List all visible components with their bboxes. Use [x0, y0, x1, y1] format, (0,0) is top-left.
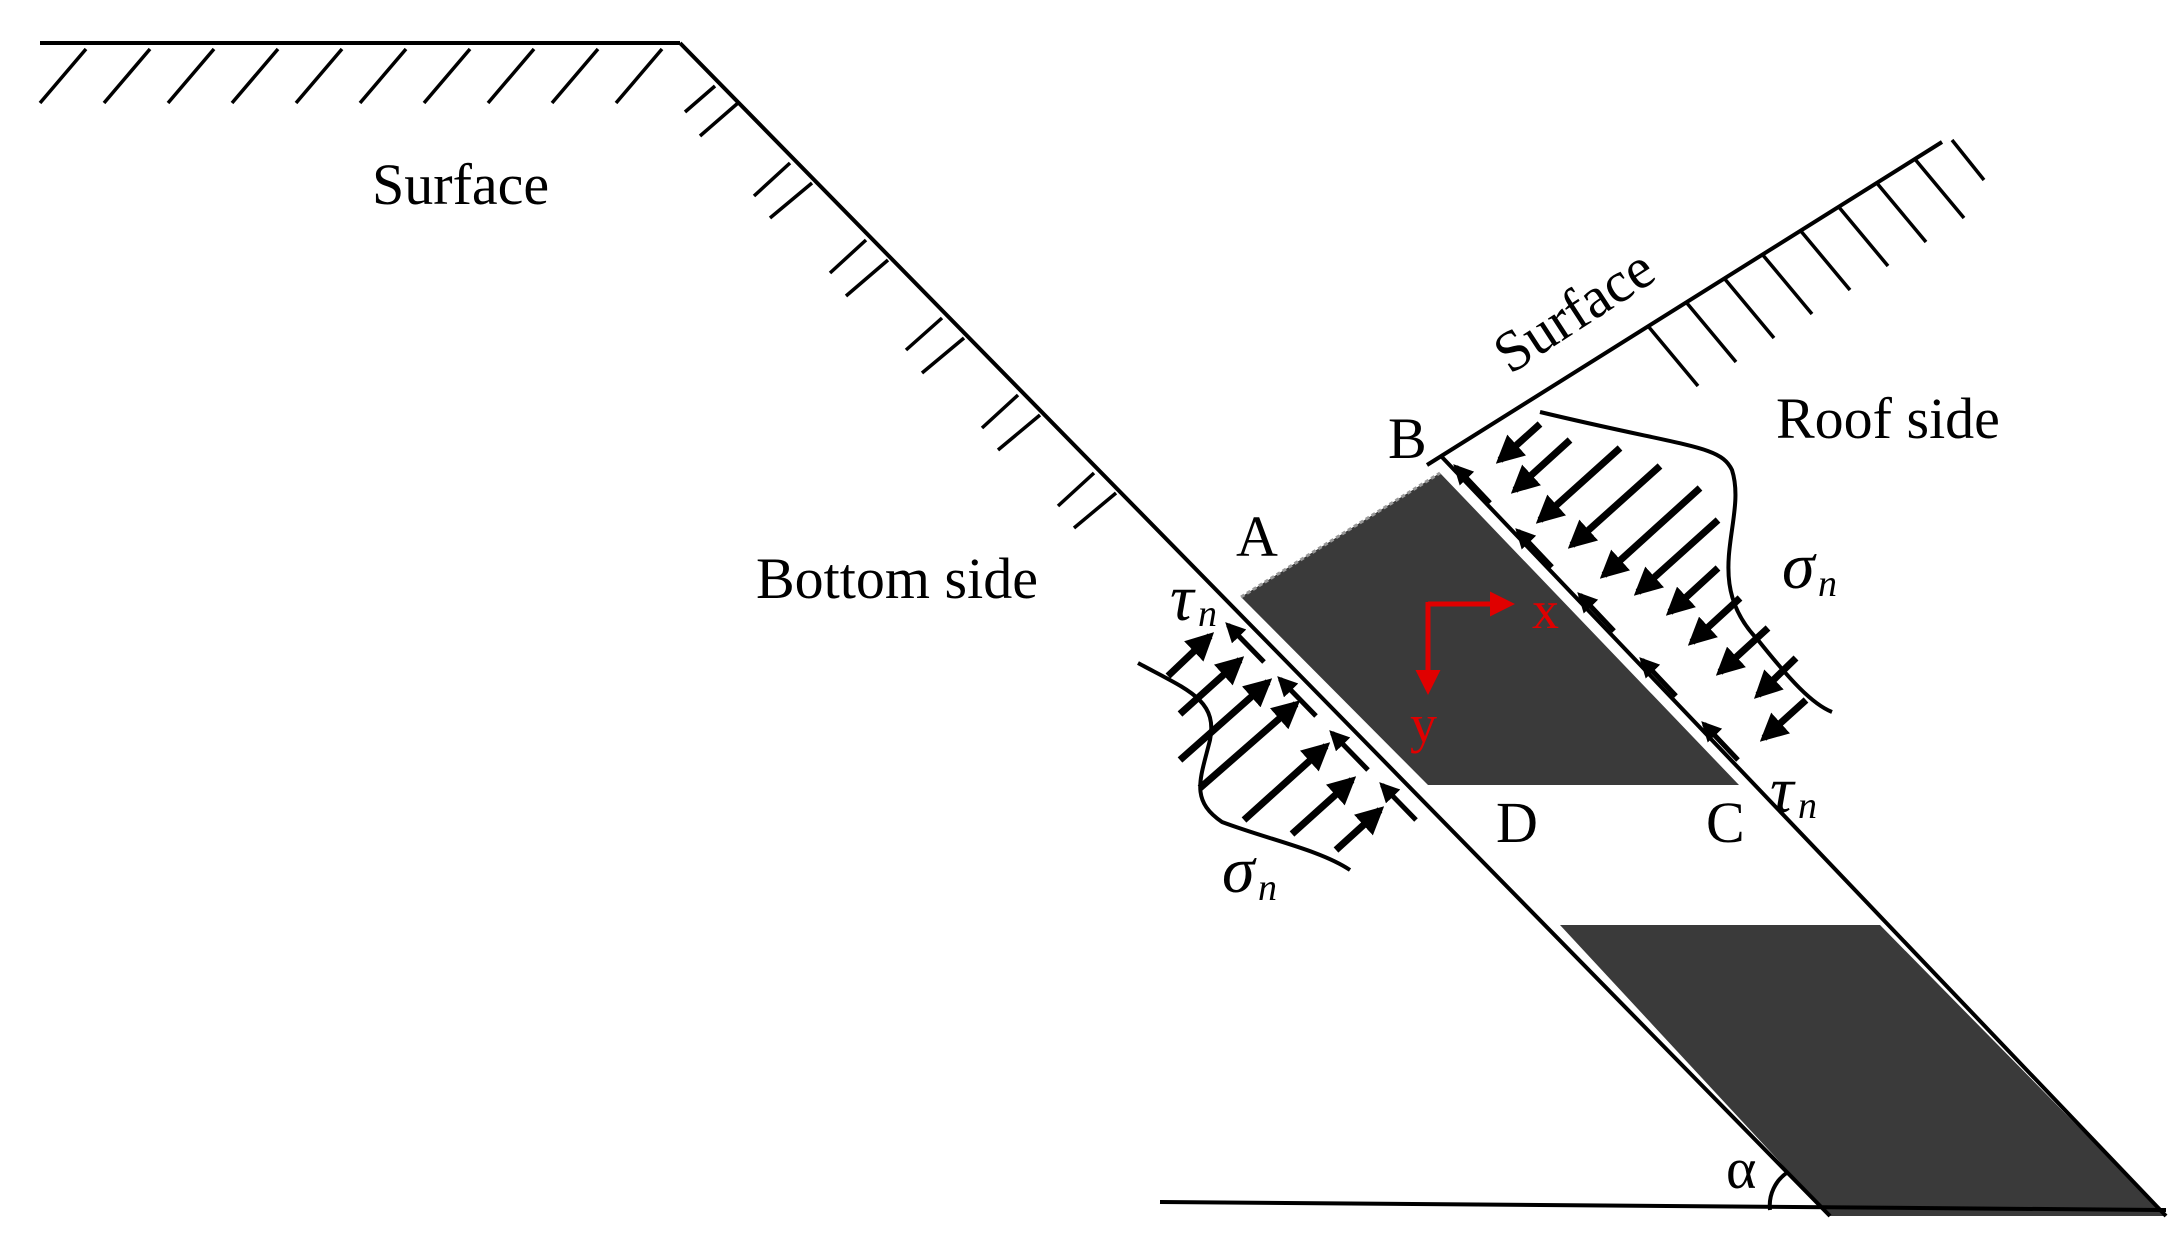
surface-right-line	[1425, 140, 1944, 467]
bottom-sigma-arrows	[1165, 632, 1385, 853]
seam-lower-block	[1560, 925, 2166, 1216]
surface-right-label: Surface	[1482, 235, 1666, 386]
svg-text:σ: σ	[1782, 530, 1817, 603]
surface-left-hatching	[38, 47, 664, 105]
roof-tau-arrows	[1453, 464, 1740, 762]
roof-sigma-arrows	[1495, 421, 1809, 742]
surface-left-label: Surface	[372, 152, 549, 217]
bottom-tau-symbol: τ n	[1170, 562, 1217, 635]
x-axis-label: x	[1532, 580, 1559, 640]
local-axes: x y	[1410, 580, 1559, 754]
point-d-label: D	[1496, 790, 1538, 855]
roof-tau-symbol: τ n	[1770, 754, 1817, 827]
bottom-sigma-symbol: σ n	[1222, 834, 1277, 909]
point-a-label: A	[1236, 504, 1278, 569]
roof-boundary-line	[1438, 453, 2168, 1218]
svg-text:τ: τ	[1170, 562, 1196, 635]
svg-text:τ: τ	[1770, 754, 1796, 827]
alpha-arc	[1767, 1170, 1790, 1211]
roof-sigma-envelope	[1539, 410, 1833, 714]
point-b-label: B	[1388, 406, 1427, 471]
horizontal-base-line	[1159, 1200, 2167, 1212]
svg-text:n: n	[1198, 593, 1217, 635]
roof-sigma-symbol: σ n	[1782, 530, 1837, 605]
seam-upper-block	[1241, 473, 1739, 785]
roof-side-label: Roof side	[1776, 386, 2000, 451]
svg-text:n: n	[1258, 867, 1277, 909]
bottom-side-label: Bottom side	[756, 546, 1038, 611]
svg-text:n: n	[1818, 563, 1837, 605]
floor-boundary-line	[678, 41, 1832, 1218]
y-axis-label: y	[1410, 694, 1437, 754]
alpha-label: α	[1726, 1136, 1756, 1201]
svg-text:n: n	[1798, 785, 1817, 827]
surface-right-hatching	[1646, 138, 1986, 388]
bottom-tau-arrows	[1225, 622, 1418, 822]
svg-text:σ: σ	[1222, 834, 1257, 907]
point-c-label: C	[1706, 790, 1745, 855]
floor-hatching	[683, 84, 1118, 530]
